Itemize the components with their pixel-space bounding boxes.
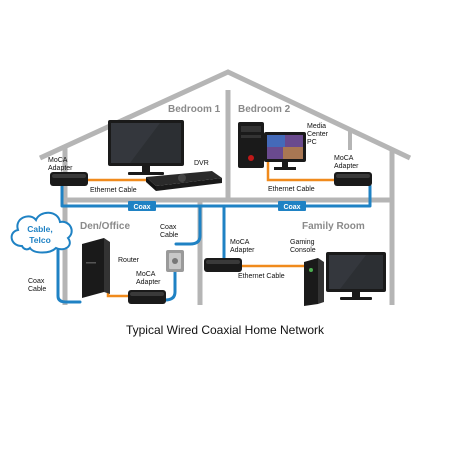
coax-tag-left-box xyxy=(128,201,156,211)
label-ethernet-bedroom1: Ethernet Cable xyxy=(90,187,137,194)
ethernet-lines xyxy=(88,160,336,298)
tv-icon xyxy=(108,120,184,175)
label-coax-cable-den-line1: Coax xyxy=(160,224,177,231)
coax-tag-right-box xyxy=(278,201,306,211)
label-moca-den-line1: MoCA xyxy=(136,271,156,278)
pc-tower-icon xyxy=(238,122,264,168)
coax-tag-right: Coax xyxy=(283,204,300,211)
coax-drop-den xyxy=(174,204,202,246)
label-media-center-line1: Media xyxy=(307,123,326,130)
moca-adapter-icon xyxy=(50,172,88,186)
room-label-family: Family Room xyxy=(302,221,365,232)
label-gaming-console-line1: Gaming xyxy=(290,239,315,246)
label-media-center-line2: Center xyxy=(307,131,329,138)
ethernet-line-den xyxy=(106,292,128,298)
label-moca-bedroom1-line1: MoCA xyxy=(48,157,68,164)
label-ethernet-family: Ethernet Cable xyxy=(238,273,285,280)
coax-tag-left: Coax xyxy=(133,204,150,211)
monitor-icon xyxy=(264,132,306,170)
tv-icon xyxy=(326,252,386,300)
roof-outline xyxy=(38,69,412,161)
game-console-icon xyxy=(304,258,324,306)
cloud-label-line2: Telco xyxy=(29,235,51,245)
label-coax-cable-left-line2: Cable xyxy=(28,286,46,293)
room-label-bedroom2: Bedroom 2 xyxy=(238,104,291,115)
diagram-caption: Typical Wired Coaxial Home Network xyxy=(126,323,325,337)
moca-adapter-icon xyxy=(128,290,166,304)
label-moca-family-line1: MoCA xyxy=(230,239,250,246)
label-dvr: DVR xyxy=(194,160,209,167)
router-icon xyxy=(82,238,110,298)
cloud-icon xyxy=(10,211,73,254)
label-moca-bedroom1-line2: Adapter xyxy=(48,165,73,172)
moca-adapter-icon xyxy=(334,172,372,186)
coax-cloud-to-router xyxy=(56,246,82,304)
room-label-bedroom1: Bedroom 1 xyxy=(168,104,221,115)
label-router: Router xyxy=(118,257,140,264)
ethernet-line-bedroom2 xyxy=(266,160,336,182)
label-moca-bedroom2-line1: MoCA xyxy=(334,155,354,162)
wall-coax-jack-icon xyxy=(166,250,184,272)
coax-main-line xyxy=(60,184,372,208)
room-label-den: Den/Office xyxy=(80,221,130,232)
label-media-center-line3: PC xyxy=(307,139,317,146)
label-coax-cable-den-line2: Cable xyxy=(160,232,178,239)
label-moca-family-line2: Adapter xyxy=(230,247,255,254)
coax-drop-family xyxy=(212,204,226,264)
label-ethernet-bedroom2: Ethernet Cable xyxy=(268,186,315,193)
label-moca-bedroom2-line2: Adapter xyxy=(334,163,359,170)
label-moca-den-line2: Adapter xyxy=(136,279,161,286)
label-gaming-console-line2: Console xyxy=(290,247,316,254)
cloud-label-line1: Cable, xyxy=(27,224,53,234)
moca-adapter-icon xyxy=(204,258,242,272)
dvr-icon xyxy=(146,171,222,191)
label-coax-cable-left-line1: Coax xyxy=(28,278,45,285)
